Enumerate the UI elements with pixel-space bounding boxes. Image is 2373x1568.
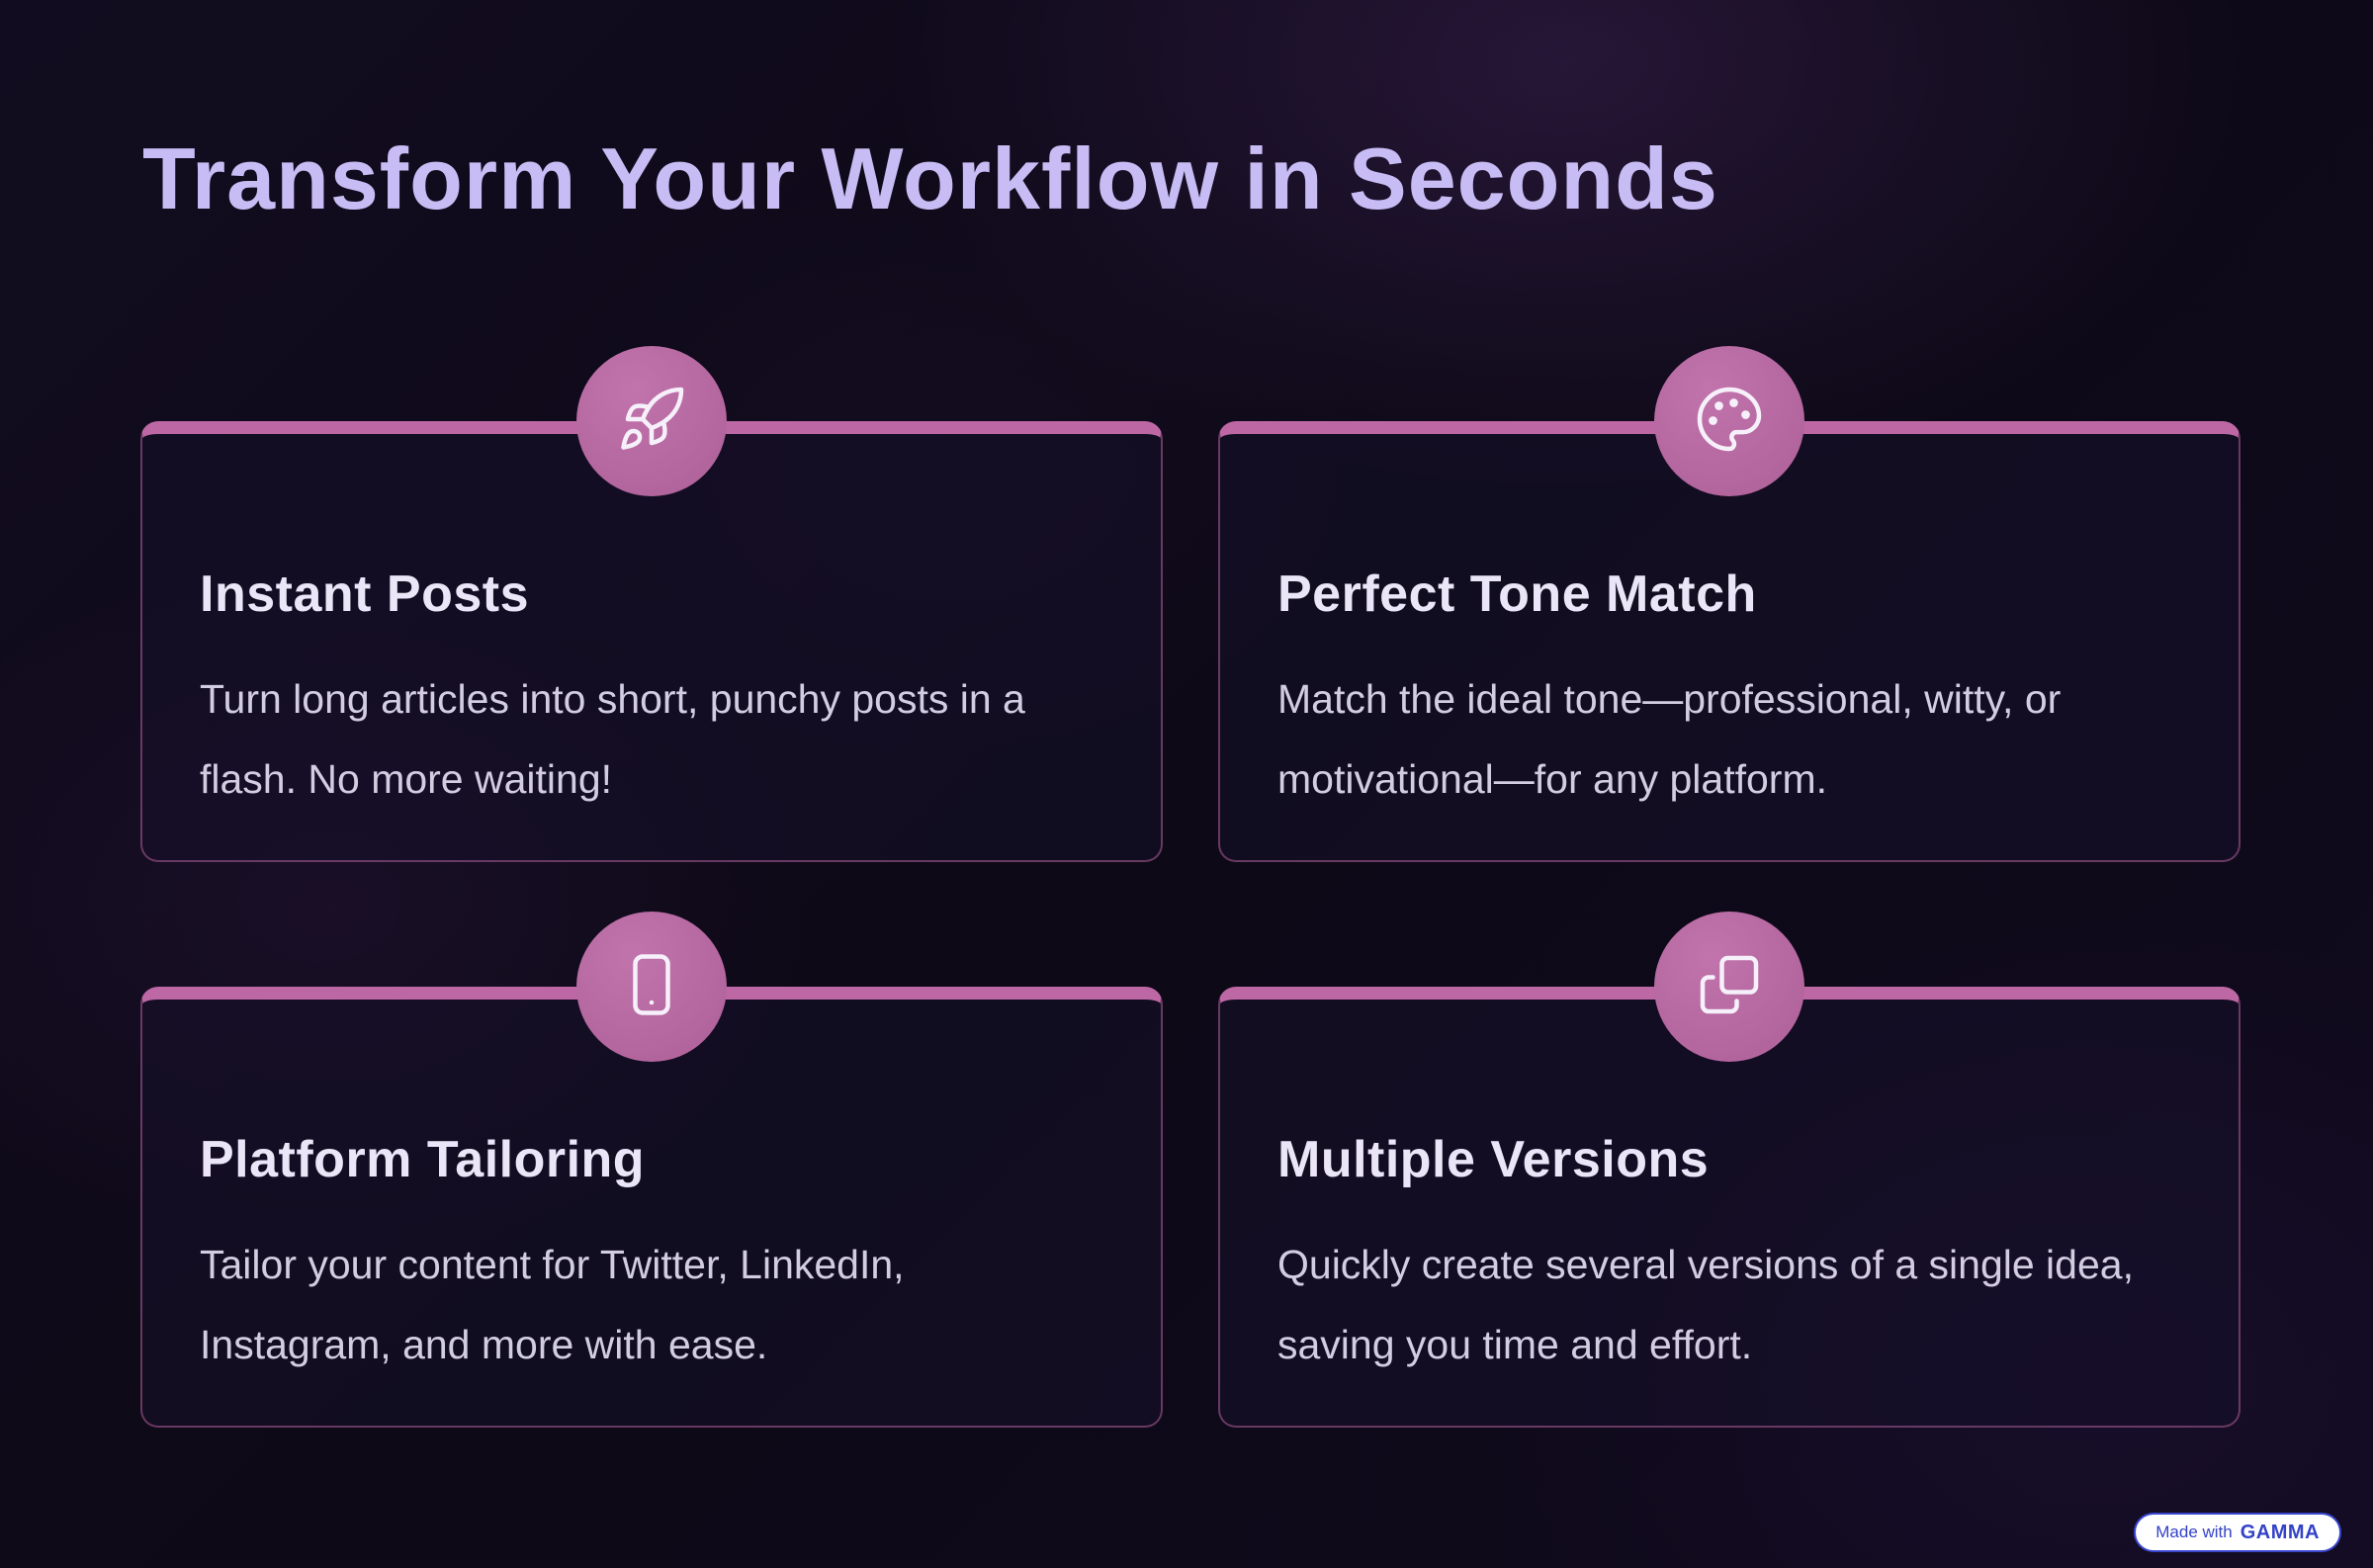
card-body: Quickly create several versions of a sin…: [1277, 1242, 2134, 1368]
feature-card-multiple-versions: Multiple Versions Quickly create several…: [1218, 912, 2241, 1428]
smartphone-icon: [616, 949, 687, 1025]
card-title: Platform Tailoring: [200, 1131, 646, 1188]
badge-prefix-label: Made with: [2155, 1523, 2233, 1541]
card-body: Tailor your content for Twitter, LinkedI…: [200, 1242, 905, 1368]
icon-badge: [576, 912, 727, 1062]
card-title: Multiple Versions: [1277, 1131, 1710, 1188]
icon-badge: [1654, 346, 1804, 496]
icon-badge: [576, 346, 727, 496]
feature-card-platform-tailoring: Platform Tailoring Tailor your content f…: [140, 912, 1163, 1428]
card-title: Instant Posts: [200, 566, 529, 623]
card-body: Turn long articles into short, punchy po…: [200, 676, 1025, 803]
icon-badge: [1654, 912, 1804, 1062]
rocket-icon: [616, 384, 687, 460]
palette-icon: [1694, 384, 1765, 460]
gamma-logo: GAMMA: [2240, 1521, 2320, 1543]
feature-card-perfect-tone-match: Perfect Tone Match Match the ideal tone—…: [1218, 346, 2241, 862]
card-body: Match the ideal tone—professional, witty…: [1277, 676, 2062, 803]
made-with-gamma-badge[interactable]: Made with GAMMA: [2134, 1513, 2341, 1552]
card-title: Perfect Tone Match: [1277, 566, 1757, 623]
copy-icon: [1694, 949, 1765, 1025]
page-title: Transform Your Workflow in Seconds: [142, 130, 1718, 227]
feature-card-instant-posts: Instant Posts Turn long articles into sh…: [140, 346, 1163, 862]
